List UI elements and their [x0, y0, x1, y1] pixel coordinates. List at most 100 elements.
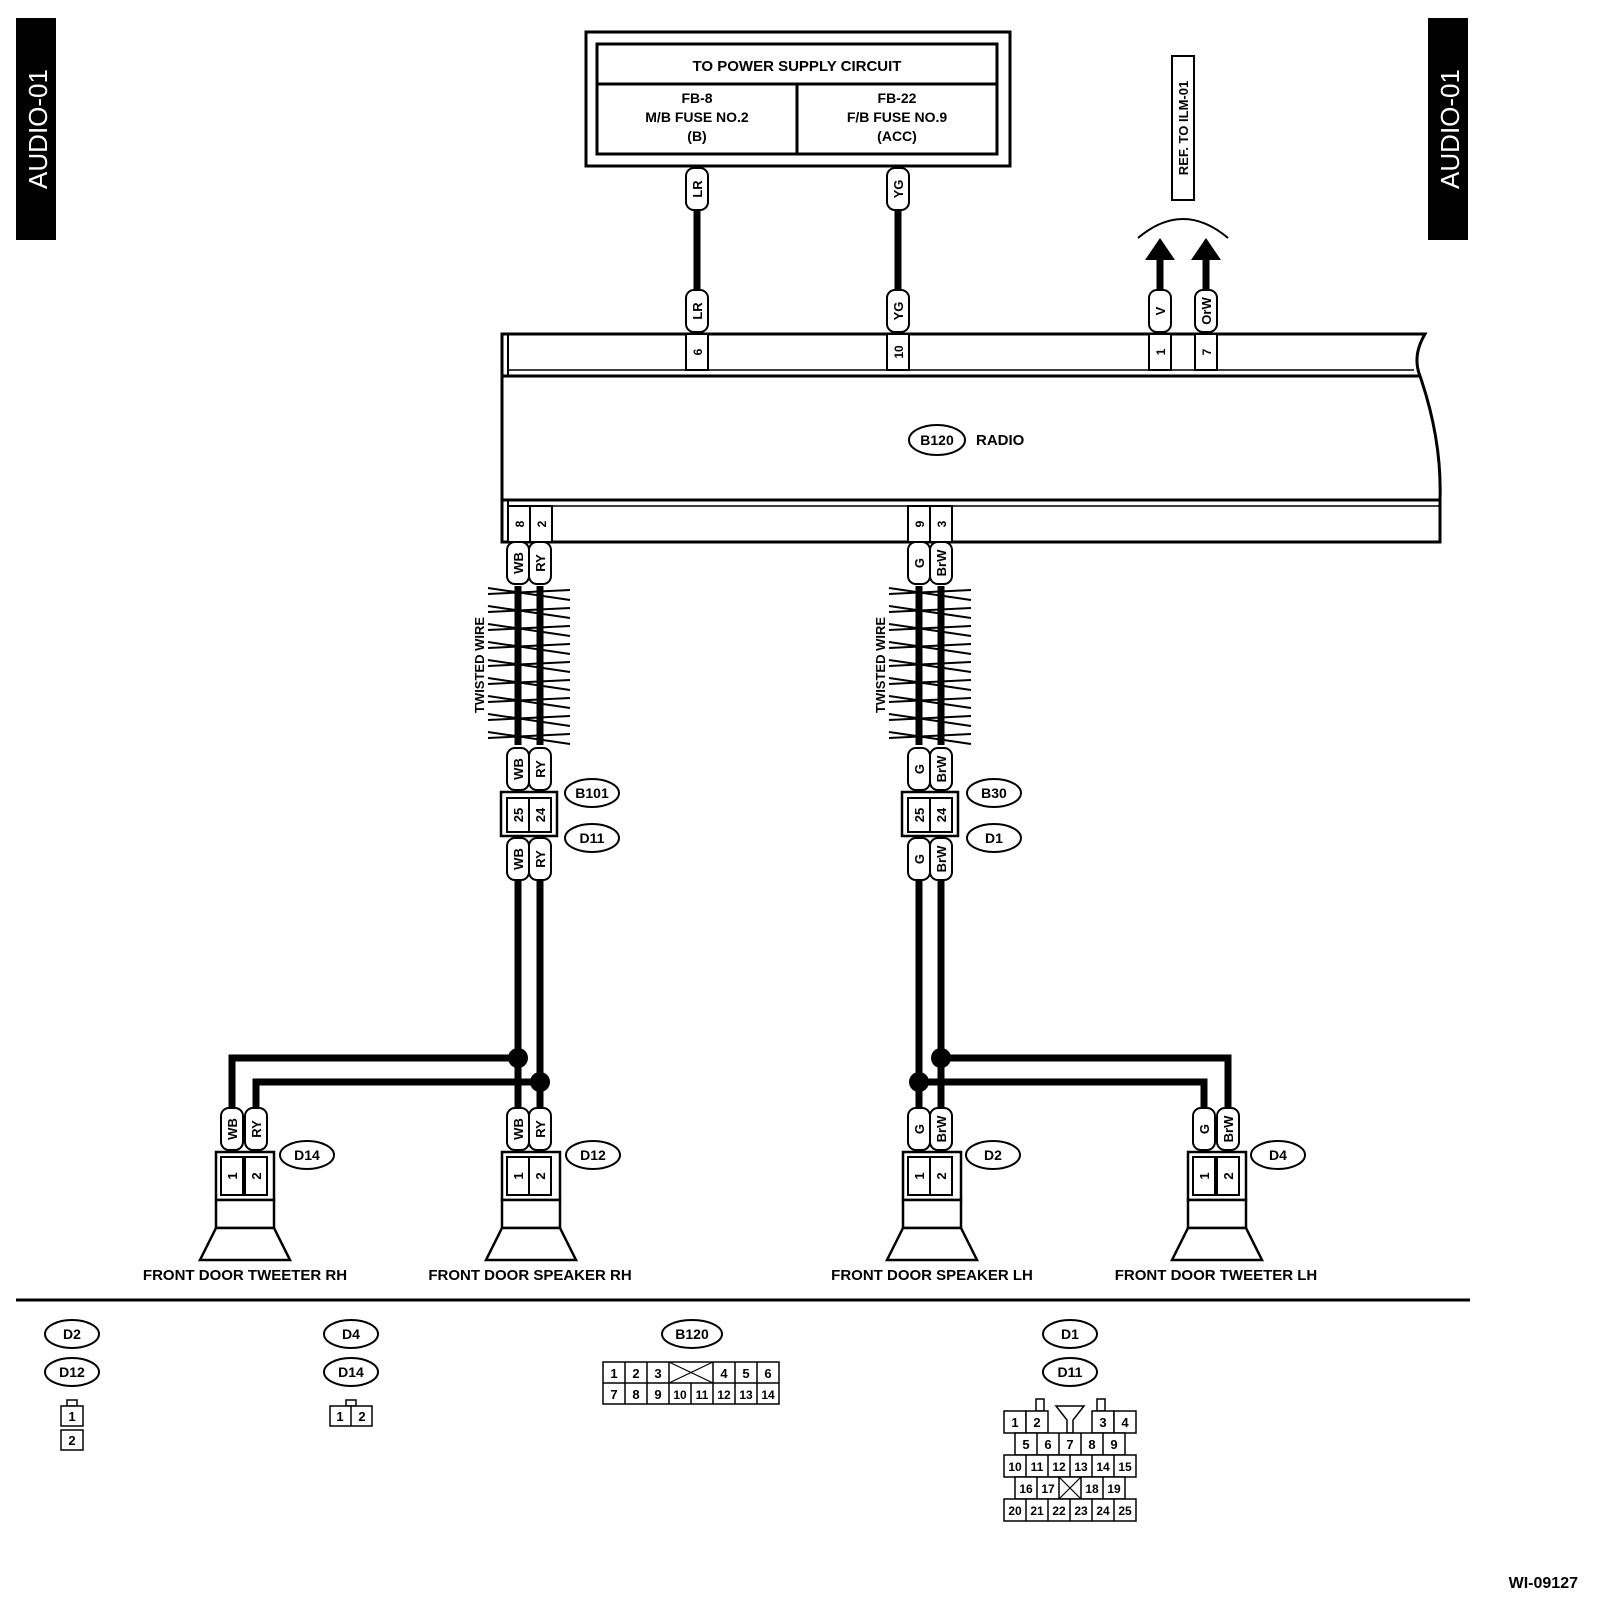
svg-text:WB: WB — [511, 552, 526, 574]
svg-text:8: 8 — [632, 1387, 639, 1402]
svg-text:20: 20 — [1008, 1504, 1022, 1518]
svg-text:10: 10 — [892, 345, 906, 359]
svg-text:1: 1 — [511, 1172, 526, 1179]
svg-text:WB: WB — [511, 758, 526, 780]
svg-text:14: 14 — [761, 1388, 775, 1402]
wire-label-brw-1: BrW — [929, 541, 953, 585]
svg-text:1: 1 — [912, 1172, 927, 1179]
section-tab-left: AUDIO-01 — [16, 18, 56, 240]
twisted-wire-label-lh: TWISTED WIRE — [873, 617, 888, 713]
wire-label-lr-bottom: LR — [685, 289, 709, 333]
svg-text:D12: D12 — [59, 1364, 85, 1380]
svg-text:2: 2 — [68, 1433, 75, 1448]
svg-text:RY: RY — [249, 1120, 264, 1138]
svg-text:REF. TO ILM-01: REF. TO ILM-01 — [1176, 81, 1191, 175]
svg-text:16: 16 — [1019, 1482, 1033, 1496]
legend-d2-d12: D2 D12 1 2 — [44, 1319, 100, 1451]
wire-label-g-tweeter-lh: G — [1192, 1107, 1216, 1151]
svg-text:B120: B120 — [675, 1326, 709, 1342]
svg-text:7: 7 — [1066, 1437, 1073, 1452]
svg-text:10: 10 — [673, 1388, 687, 1402]
wire-label-brw-speaker-lh: BrW — [929, 1107, 953, 1151]
wire-label-wb-speaker-rh: WB — [506, 1107, 530, 1151]
power-supply-box: TO POWER SUPPLY CIRCUIT FB-8 M/B FUSE NO… — [584, 30, 1012, 168]
wire-label-g-2: G — [907, 747, 931, 791]
svg-text:RY: RY — [533, 850, 548, 868]
section-tab-right-label: AUDIO-01 — [1435, 69, 1465, 189]
svg-text:24: 24 — [934, 807, 949, 822]
wire-label-ry-speaker-rh: RY — [528, 1107, 552, 1151]
svg-text:D11: D11 — [1058, 1364, 1083, 1380]
svg-text:BrW: BrW — [934, 845, 949, 872]
svg-text:15: 15 — [1118, 1460, 1132, 1474]
svg-text:4: 4 — [1121, 1415, 1129, 1430]
svg-text:LR: LR — [690, 302, 705, 320]
svg-text:8: 8 — [1088, 1437, 1095, 1452]
svg-text:11: 11 — [1031, 1460, 1044, 1474]
svg-text:9: 9 — [654, 1387, 661, 1402]
radio-pin-7: 7 — [1194, 333, 1218, 371]
speaker-tweeter-lh: 1 2 — [1169, 1150, 1265, 1262]
svg-text:25: 25 — [1118, 1504, 1132, 1518]
inline-connector-rh: 25 24 — [499, 790, 559, 838]
svg-text:1: 1 — [1197, 1172, 1212, 1179]
svg-text:D12: D12 — [580, 1147, 606, 1163]
arrow-orw — [1191, 238, 1221, 290]
wire-label-v: V — [1148, 289, 1172, 333]
twisted-pair-lh — [888, 586, 972, 745]
svg-text:1: 1 — [68, 1409, 75, 1424]
twisted-pair-rh — [487, 586, 571, 745]
speaker-front-rh: 1 2 — [483, 1150, 579, 1262]
wire-label-g-speaker-lh: G — [907, 1107, 931, 1151]
svg-text:G: G — [1197, 1124, 1212, 1134]
radio-pin-9: 9 — [907, 505, 931, 543]
svg-text:BrW: BrW — [934, 755, 949, 782]
svg-text:10: 10 — [1008, 1460, 1022, 1474]
section-tab-left-label: AUDIO-01 — [23, 69, 53, 189]
svg-text:24: 24 — [533, 807, 548, 822]
svg-text:25: 25 — [912, 808, 927, 822]
svg-text:6: 6 — [764, 1366, 771, 1381]
wire-label-wb-tweeter-rh: WB — [220, 1107, 244, 1151]
wire-label-wb-3: WB — [506, 837, 530, 881]
svg-text:5: 5 — [1022, 1437, 1029, 1452]
radio-connector-badge: B120 — [908, 424, 966, 456]
svg-text:D14: D14 — [294, 1147, 320, 1163]
svg-text:12: 12 — [717, 1388, 731, 1402]
svg-text:YG: YG — [891, 180, 906, 199]
svg-text:1: 1 — [1011, 1415, 1018, 1430]
svg-text:2: 2 — [358, 1409, 365, 1424]
svg-text:YG: YG — [891, 302, 906, 321]
svg-text:D1: D1 — [985, 830, 1003, 846]
svg-text:WB: WB — [511, 1118, 526, 1140]
legend-d4-d14: D4 D14 1 2 — [323, 1319, 379, 1427]
wire-label-brw-3: BrW — [929, 837, 953, 881]
wire-label-yg-bottom: YG — [886, 289, 910, 333]
svg-text:3: 3 — [1099, 1415, 1106, 1430]
svg-text:G: G — [912, 854, 927, 864]
radio-pin-10: 10 — [886, 333, 910, 371]
connector-badge-d14: D14 — [279, 1140, 335, 1170]
svg-text:1: 1 — [610, 1366, 617, 1381]
harness-rh — [228, 880, 550, 1108]
svg-text:11: 11 — [696, 1388, 709, 1402]
wire-label-orw: OrW — [1194, 289, 1218, 333]
svg-text:RY: RY — [533, 554, 548, 572]
svg-text:WB: WB — [511, 848, 526, 870]
speaker-tweeter-rh: 1 2 — [197, 1150, 293, 1262]
wire-label-g-1: G — [907, 541, 931, 585]
svg-text:7: 7 — [610, 1387, 617, 1402]
svg-text:D4: D4 — [1269, 1147, 1287, 1163]
svg-text:B30: B30 — [981, 785, 1007, 801]
svg-text:8: 8 — [513, 520, 527, 527]
speaker-front-lh: 1 2 — [884, 1150, 980, 1262]
connector-badge-d11: D11 — [564, 823, 620, 853]
wire-label-ry-tweeter-rh: RY — [244, 1107, 268, 1151]
legend-b120: B120 1 2 3 4 5 6 7 8 9 10 11 12 13 14 — [602, 1319, 780, 1405]
svg-text:13: 13 — [1074, 1460, 1088, 1474]
svg-text:25: 25 — [511, 808, 526, 822]
wire-label-ry-1: RY — [528, 541, 552, 585]
svg-text:OrW: OrW — [1199, 297, 1214, 325]
arrow-v — [1145, 238, 1175, 290]
radio-pin-2: 2 — [529, 505, 553, 543]
